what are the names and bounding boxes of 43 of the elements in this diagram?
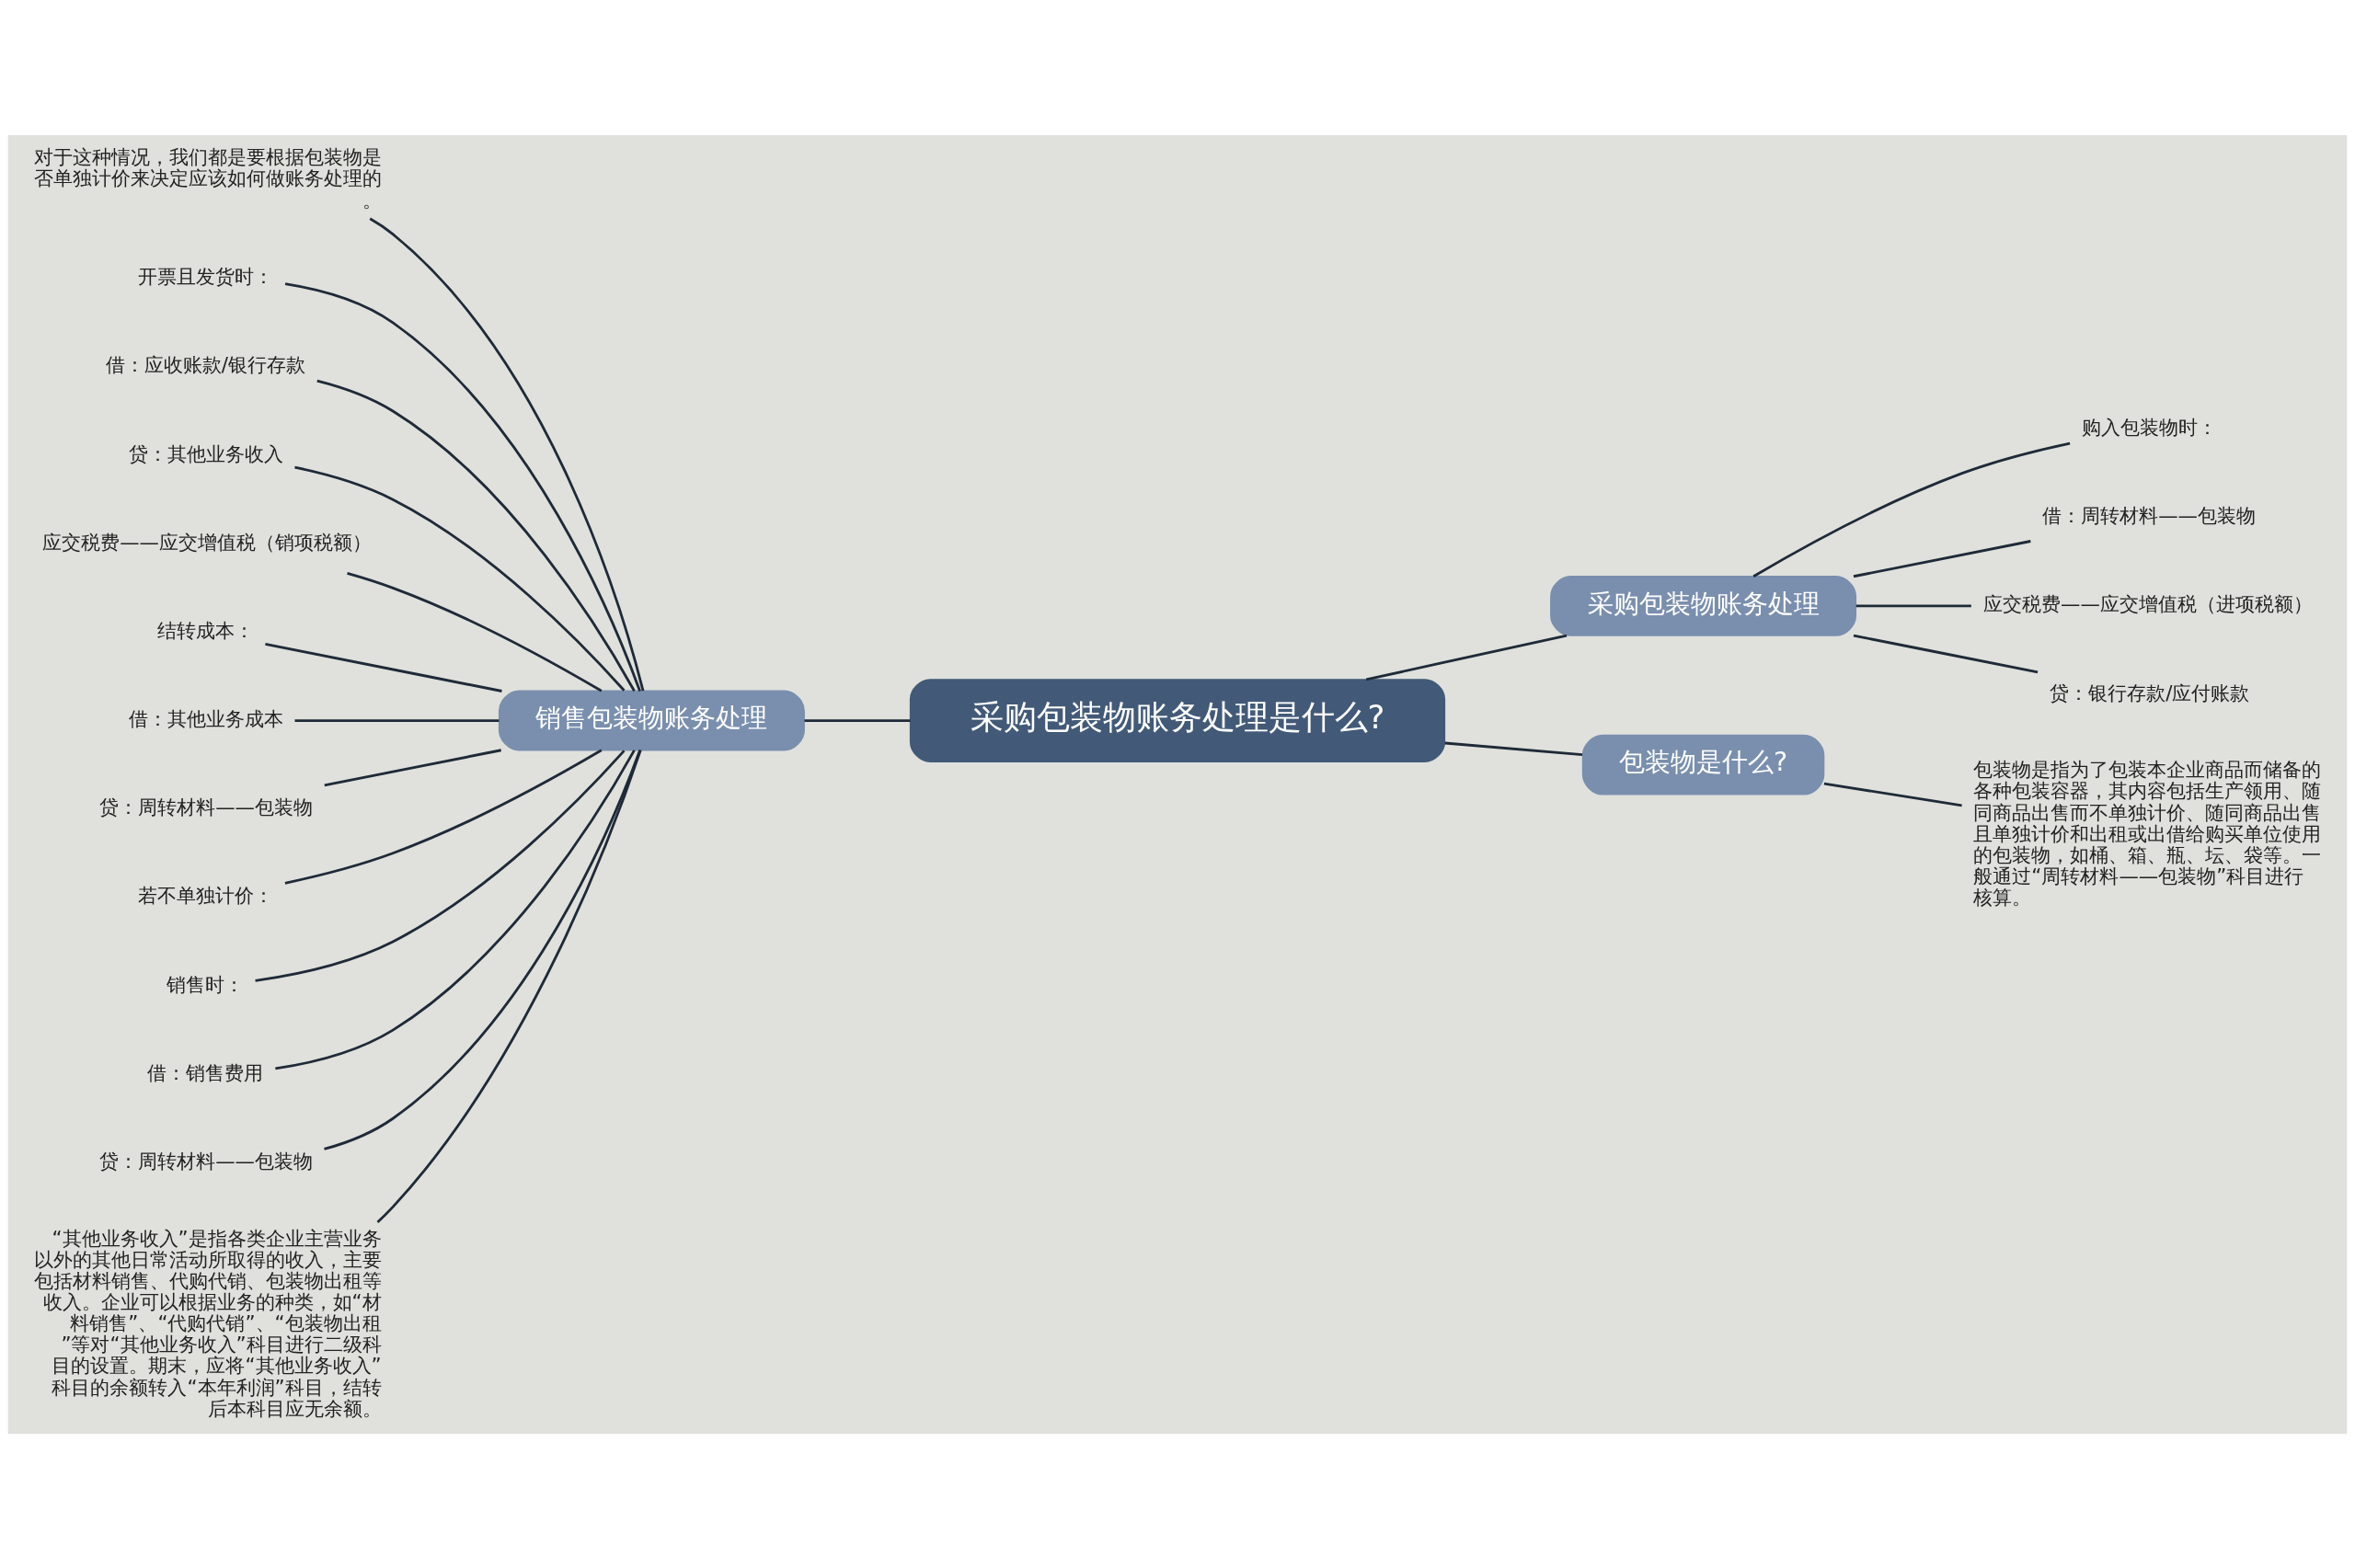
connector [255, 749, 626, 982]
node-text: 借：周转材料——包装物 [2042, 503, 2256, 527]
node-text: 贷：周转材料——包装物 [99, 1149, 313, 1173]
connector [284, 281, 641, 692]
connector [275, 749, 636, 1070]
node-box: 包装物是什么? [1581, 734, 1825, 795]
connector [1853, 539, 2031, 578]
node-box: 采购包装物账务处理 [1550, 575, 1857, 636]
connector [324, 748, 501, 786]
node-text: 购入包装物时： [2081, 415, 2217, 439]
connector [1853, 634, 2039, 673]
connector [316, 379, 636, 692]
connector [1752, 441, 2071, 578]
connector [265, 642, 502, 692]
connector [1365, 634, 1568, 681]
node-text: 包装物是指为了包装本企业商品而储备的各种包装容器，其内容包括生产领用、随同商品出售而不单独计价、随同商品出售且单独计价和出租或出借给购买单位使用的包装物，如桶、箱、瓶、坛、袋等。一般通过“周转材料——包装物”科目进行核算。 [1973, 757, 2322, 909]
node-text: 借：销售费用 [147, 1060, 264, 1084]
connector [294, 465, 626, 692]
node-text: 结转成本： [156, 618, 254, 642]
node-text: 若不单独计价： [138, 883, 274, 907]
node-text: 贷：银行存款/应付账款 [2050, 681, 2250, 704]
connector [804, 718, 911, 722]
connector [347, 571, 603, 692]
node-text: 销售时： [167, 972, 245, 996]
node-text: “其他业务收入”是指各类企业主营业务以外的其他日常活动所取得的收入，主要包括材料销售、代购代销、包装物出租等收入。企业可以根据业务的种类，如“材料销售”、“代购代销”、“包装物出租”等对“其他业务收入”科目进行二级科目的设置。期末，应将“其他业务收入”科目的余额转入“本年利润”科目，结转后本科目应无余额。 [33, 1226, 382, 1420]
connector [369, 217, 645, 691]
node-text: 借：其他业务成本 [128, 706, 283, 730]
connector [1444, 741, 1583, 756]
connector [1855, 604, 1971, 607]
node-text: 应交税费——应交增值税（销项税额） [42, 530, 372, 554]
node-text: 贷：周转材料——包装物 [99, 795, 313, 818]
connector [376, 749, 642, 1223]
connector [324, 749, 641, 1150]
node-text: 开票且发货时： [138, 264, 274, 288]
node-text: 借：应收账款/银行存款 [105, 352, 305, 376]
connector [284, 749, 603, 885]
node-text: 应交税费——应交增值税（进项税额） [1983, 591, 2313, 615]
connector [294, 718, 500, 722]
node-box: 采购包装物账务处理是什么? [909, 678, 1446, 762]
node-text: 贷：其他业务收入 [128, 441, 283, 465]
connector [1823, 782, 1962, 807]
node-box: 销售包装物账务处理 [498, 690, 805, 750]
node-text: 对于这种情况，我们都是要根据包装物是否单独计价来决定应该如何做账务处理的。 [33, 144, 382, 212]
